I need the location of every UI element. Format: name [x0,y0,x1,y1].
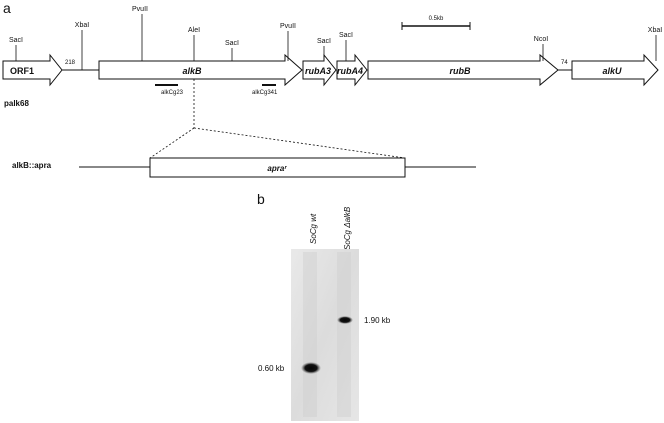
spacer-218: 218 [65,60,76,66]
probe-label-alkcg23: alkCg23 [161,90,184,96]
restriction-site-ticks [15,14,657,70]
site-xbai-2: XbaI [648,27,662,34]
probe-label-alkcg341: alkCg341 [252,90,278,96]
insertion-construct-label: alkB::apra [12,161,52,170]
site-saci-3: SacI [317,38,331,45]
southern-blot-membrane [291,249,359,421]
site-saci-4: SacI [339,32,353,39]
band-size-label-0-60kb: 0.60 kb [258,364,285,373]
apra-cassette-box [149,157,406,178]
blot-lane-streak-1 [303,252,317,417]
lane-label-mutant: SoCg ΔalkB [343,206,352,250]
site-saci-1: SacI [9,37,23,44]
site-alei: AleI [188,27,200,34]
gene-arrow-alkb [98,53,303,87]
insertion-zoom-line [149,127,195,159]
site-ncoi: NcoI [534,36,548,43]
band-mutant [337,316,353,324]
site-saci-2: SacI [225,40,239,47]
plasmid-label: palk68 [4,99,29,108]
site-xbai-1: XbaI [75,22,89,29]
band-size-label-1-90kb: 1.90 kb [364,316,391,325]
gene-label-orf1: ORF1 [10,66,34,76]
site-pvuii-1: PvuII [132,6,148,13]
gene-label-ruba4: rubA4 [337,66,363,76]
spacer-74: 74 [561,60,568,66]
gene-label-alku: alkU [602,66,622,76]
apra-cassette-label: apraʳ [267,164,287,173]
band-wt [301,362,321,374]
panel-b-label: b [257,191,265,207]
panel-a-label: a [3,0,11,16]
scale-bar-label: 0.5kb [429,16,444,22]
gene-arrow-ruba4 [336,53,368,87]
blot-lane-streak-2 [337,252,351,417]
gene-label-rubb: rubB [450,66,471,76]
site-pvuii-2: PvuII [280,23,296,30]
gene-label-ruba3: rubA3 [305,66,331,76]
gene-label-alkb: alkB [182,66,202,76]
gene-arrow-orf1 [2,53,63,87]
gene-arrow-rubb [367,53,559,87]
gene-arrow-alku [571,53,659,87]
lane-label-wt: SoCg wt [309,213,318,244]
insertion-zoom-line [193,127,406,159]
